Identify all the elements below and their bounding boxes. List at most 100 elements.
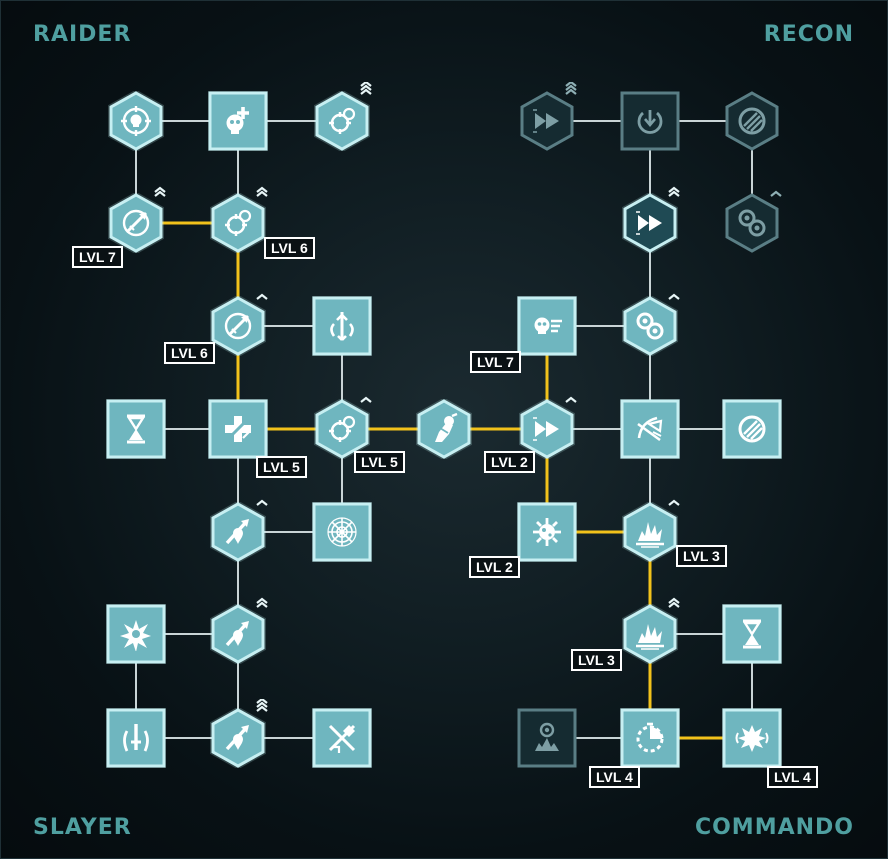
skill-node-rc2[interactable] — [620, 91, 680, 151]
rank-chevron-icon — [668, 499, 680, 506]
blade-blood-icon — [225, 621, 249, 647]
tree-title-recon: RECON — [763, 22, 854, 47]
grenade-hand-icon — [435, 412, 458, 442]
explosion-icon — [636, 624, 664, 650]
spider-web-icon — [327, 517, 357, 547]
skill-node-s1[interactable] — [208, 499, 268, 562]
node-frame — [208, 399, 268, 459]
skill-node-rc5[interactable] — [722, 190, 782, 253]
skill-node-m4[interactable] — [414, 399, 474, 459]
level-requirement-r6: LVL 6 — [164, 342, 215, 364]
skill-node-r2[interactable] — [208, 91, 268, 151]
level-requirement-m3: LVL 5 — [354, 451, 405, 473]
shatter-icon — [120, 620, 151, 651]
shockwave-icon — [735, 725, 769, 752]
timer-icon — [636, 722, 664, 753]
skill-node-c4[interactable] — [722, 604, 782, 664]
rank-chevron-icon — [256, 699, 268, 712]
blade-blood-icon — [225, 725, 249, 751]
skill-node-r5[interactable] — [208, 186, 268, 253]
skill-node-s6[interactable] — [208, 699, 268, 768]
linked-circles-icon — [738, 209, 766, 237]
crosshair-icon — [329, 107, 356, 134]
sonar-icon — [637, 416, 663, 442]
tree-title-raider: RAIDER — [33, 22, 132, 47]
node-frame — [722, 399, 782, 459]
rank-chevron-icon — [360, 396, 372, 403]
skill-node-m1[interactable] — [106, 399, 166, 459]
skill-node-s7[interactable] — [312, 708, 372, 768]
level-requirement-c1: LVL 2 — [469, 556, 520, 578]
skill-node-rc6[interactable] — [620, 293, 680, 356]
rank-chevron-icon — [256, 293, 268, 300]
skill-node-r3[interactable] — [312, 82, 372, 151]
skill-node-r4[interactable] — [106, 186, 166, 253]
crosshair-dart-icon — [224, 312, 252, 340]
skill-node-c6[interactable] — [620, 708, 680, 768]
skill-node-rc7[interactable] — [517, 296, 577, 356]
fast-forward-icon — [533, 417, 559, 441]
skill-node-c3[interactable] — [620, 597, 680, 664]
skill-node-r6[interactable] — [208, 293, 268, 356]
medical-cross-icon — [223, 414, 253, 444]
striped-circle-icon — [738, 107, 766, 135]
tree-title-commando: COMMANDO — [694, 815, 854, 840]
skill-node-r7[interactable] — [312, 296, 372, 356]
fast-forward-icon — [636, 211, 662, 235]
node-frame — [620, 399, 680, 459]
skill-node-s4[interactable] — [208, 597, 268, 664]
node-frame — [725, 91, 779, 151]
crosshair-icon — [225, 209, 252, 236]
level-requirement-rc7: LVL 7 — [470, 351, 521, 373]
virus-icon — [533, 518, 561, 546]
skill-node-s2[interactable] — [312, 502, 372, 562]
level-requirement-c2: LVL 3 — [676, 545, 727, 567]
node-frame — [314, 91, 370, 151]
skill-node-rc4[interactable] — [620, 186, 680, 253]
striped-circle-icon — [738, 415, 766, 443]
rank-chevron-icon — [565, 82, 577, 95]
skill-node-c7[interactable] — [722, 708, 782, 768]
skill-node-s3[interactable] — [106, 604, 166, 664]
skill-node-m3[interactable] — [312, 396, 372, 459]
rank-chevron-icon — [154, 186, 166, 197]
rank-chevron-icon — [668, 186, 680, 197]
cross-swords-icon — [328, 724, 356, 753]
sword-shield-icon — [123, 724, 149, 752]
level-requirement-c6: LVL 4 — [589, 766, 640, 788]
tree-title-slayer: SLAYER — [33, 815, 132, 840]
rank-chevron-icon — [256, 597, 268, 608]
skill-node-m6[interactable] — [620, 399, 680, 459]
node-frame — [312, 708, 372, 768]
level-requirement-m5: LVL 2 — [484, 451, 535, 473]
skill-node-s5[interactable] — [106, 708, 166, 768]
skill-node-rc1[interactable] — [517, 82, 577, 151]
skill-node-m7[interactable] — [722, 399, 782, 459]
rank-chevron-icon — [668, 597, 680, 608]
skill-node-c5[interactable] — [517, 708, 577, 768]
level-requirement-r5: LVL 6 — [264, 237, 315, 259]
node-frame — [210, 193, 266, 253]
target-blast-icon — [535, 722, 559, 751]
rank-chevron-icon — [256, 499, 268, 506]
power-icon — [637, 110, 663, 134]
skill-node-rc3[interactable] — [722, 91, 782, 151]
level-requirement-r4: LVL 7 — [72, 246, 123, 268]
rank-chevron-icon — [360, 82, 372, 95]
level-requirement-c7: LVL 4 — [767, 766, 818, 788]
rank-chevron-icon — [770, 190, 782, 197]
crosshair-icon — [329, 415, 356, 442]
blade-blood-icon — [225, 519, 249, 545]
skill-node-m2[interactable] — [208, 399, 268, 459]
level-requirement-c3: LVL 3 — [571, 649, 622, 671]
skill-node-c1[interactable] — [517, 502, 577, 562]
rank-chevron-icon — [256, 186, 268, 197]
skull-speed-icon — [534, 317, 562, 334]
level-requirement-m2: LVL 5 — [256, 456, 307, 478]
rank-chevron-icon — [565, 396, 577, 403]
node-frame — [312, 502, 372, 562]
skill-node-r1[interactable] — [106, 91, 166, 151]
skill-node-m5[interactable] — [517, 396, 577, 459]
skill-node-c2[interactable] — [620, 499, 680, 562]
